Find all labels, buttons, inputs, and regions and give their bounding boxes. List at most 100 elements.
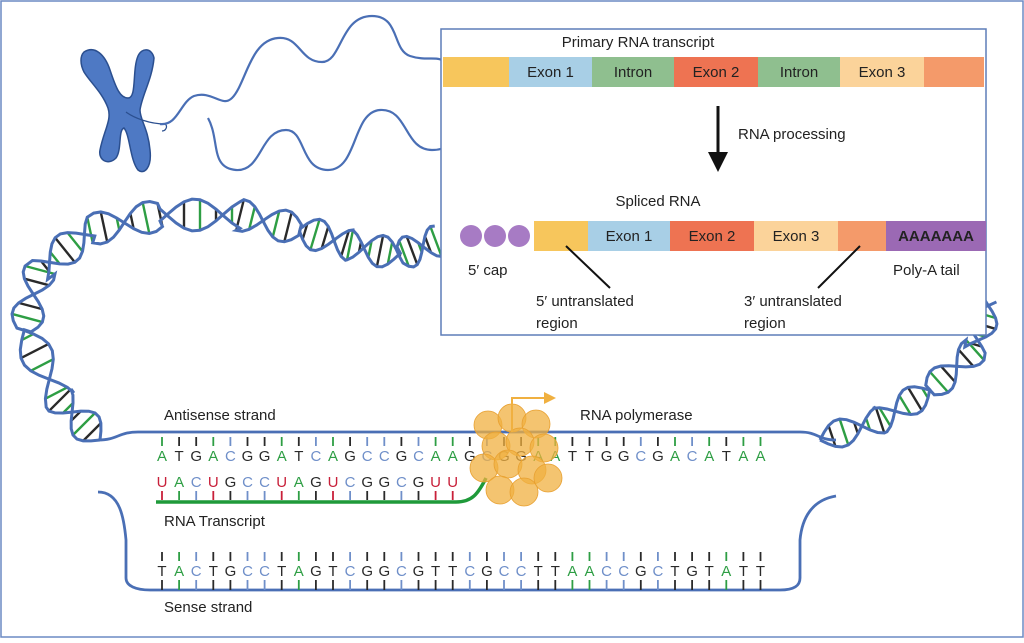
nucleotide: C xyxy=(396,474,407,491)
nucleotide: U xyxy=(157,474,168,491)
spliced-rna-title: Spliced RNA xyxy=(615,193,700,210)
nucleotide: U xyxy=(447,474,458,491)
polymerase-subunit xyxy=(534,464,562,492)
nucleotide: A xyxy=(157,448,167,465)
nucleotide: G xyxy=(378,563,390,580)
nucleotide: G xyxy=(259,448,271,465)
nucleotide: A xyxy=(721,563,731,580)
nucleotide: C xyxy=(618,563,629,580)
nucleotide: G xyxy=(361,563,373,580)
nucleotide: C xyxy=(242,474,253,491)
rna-processing-label: RNA processing xyxy=(738,126,846,143)
nucleotide: A xyxy=(174,563,184,580)
nucleotide: U xyxy=(276,474,287,491)
nucleotide: A xyxy=(755,448,765,465)
nucleotide: T xyxy=(568,448,577,465)
nucleotide: G xyxy=(344,448,356,465)
nucleotide: T xyxy=(722,448,731,465)
nucleotide: T xyxy=(670,563,679,580)
nucleotide: G xyxy=(481,563,493,580)
nucleotide: A xyxy=(294,474,304,491)
nucleotide: T xyxy=(705,563,714,580)
nucleotide: C xyxy=(225,448,236,465)
nucleotide: C xyxy=(191,563,202,580)
nucleotide: G xyxy=(242,448,254,465)
rna-polymerase-label: RNA polymerase xyxy=(580,407,693,424)
rna-segment xyxy=(443,57,509,87)
rna-transcript-label: RNA Transcript xyxy=(164,513,266,530)
nucleotide: A xyxy=(704,448,714,465)
nucleotide: G xyxy=(378,474,390,491)
nucleotide: T xyxy=(756,563,765,580)
segment-label: Exon 1 xyxy=(606,228,653,245)
nucleotide: G xyxy=(361,474,373,491)
nucleotide: G xyxy=(686,563,698,580)
nucleotide: T xyxy=(585,448,594,465)
segment-label: Intron xyxy=(780,64,818,81)
nucleotide: G xyxy=(225,474,237,491)
cap-dot-icon xyxy=(484,225,506,247)
segment-label: Exon 2 xyxy=(693,64,740,81)
nucleotide: G xyxy=(190,448,202,465)
nucleotide: T xyxy=(157,563,166,580)
nucleotide: C xyxy=(242,563,253,580)
nucleotide: C xyxy=(362,448,373,465)
nucleotide: T xyxy=(551,563,560,580)
primary-transcript-title: Primary RNA transcript xyxy=(562,34,715,51)
nucleotide: U xyxy=(328,474,339,491)
nucleotide: A xyxy=(174,474,184,491)
nucleotide: T xyxy=(175,448,184,465)
nucleotide: G xyxy=(413,474,425,491)
segment-label: AAAAAAA xyxy=(898,228,974,245)
nucleotide: U xyxy=(430,474,441,491)
nucleotide: A xyxy=(328,448,338,465)
nucleotide: G xyxy=(652,448,664,465)
polymerase-subunit xyxy=(510,478,538,506)
nucleotide: G xyxy=(413,563,425,580)
nucleotide: C xyxy=(413,448,424,465)
segment-label: Exon 2 xyxy=(689,228,736,245)
nucleotide: A xyxy=(277,448,287,465)
segment-label: Exon 3 xyxy=(859,64,906,81)
nucleotide: G xyxy=(396,448,408,465)
sense-strand-label: Sense strand xyxy=(164,599,252,616)
nucleotide: T xyxy=(534,563,543,580)
nucleotide: T xyxy=(328,563,337,580)
nucleotide: C xyxy=(191,474,202,491)
nucleotide: C xyxy=(635,448,646,465)
nucleotide: C xyxy=(499,563,510,580)
segment-label: Intron xyxy=(614,64,652,81)
cap-dot-icon xyxy=(508,225,530,247)
nucleotide: T xyxy=(431,563,440,580)
nucleotide: C xyxy=(396,563,407,580)
nucleotide: C xyxy=(345,563,356,580)
polya-label: Poly-A tail xyxy=(893,262,960,279)
nucleotide: A xyxy=(670,448,680,465)
rna-segment xyxy=(924,57,984,87)
rna-segment xyxy=(838,221,886,251)
nucleotide: C xyxy=(345,474,356,491)
nucleotide: A xyxy=(448,448,458,465)
nucleotide: C xyxy=(687,448,698,465)
nucleotide: T xyxy=(448,563,457,580)
utr5-label-line1: 5′ untranslated xyxy=(536,293,634,310)
nucleotide: T xyxy=(739,563,748,580)
nucleotide: C xyxy=(259,563,270,580)
nucleotide: A xyxy=(584,563,594,580)
polymerase-subunit xyxy=(494,450,522,478)
nucleotide: U xyxy=(208,474,219,491)
nucleotide: T xyxy=(209,563,218,580)
nucleotide: A xyxy=(738,448,748,465)
nucleotide: G xyxy=(225,563,237,580)
nucleotide: C xyxy=(379,448,390,465)
nucleotide: A xyxy=(294,563,304,580)
rna-segment xyxy=(534,221,588,251)
nucleotide: C xyxy=(464,563,475,580)
antisense-strand-label: Antisense strand xyxy=(164,407,276,424)
nucleotide: T xyxy=(294,448,303,465)
nucleotide: C xyxy=(652,563,663,580)
